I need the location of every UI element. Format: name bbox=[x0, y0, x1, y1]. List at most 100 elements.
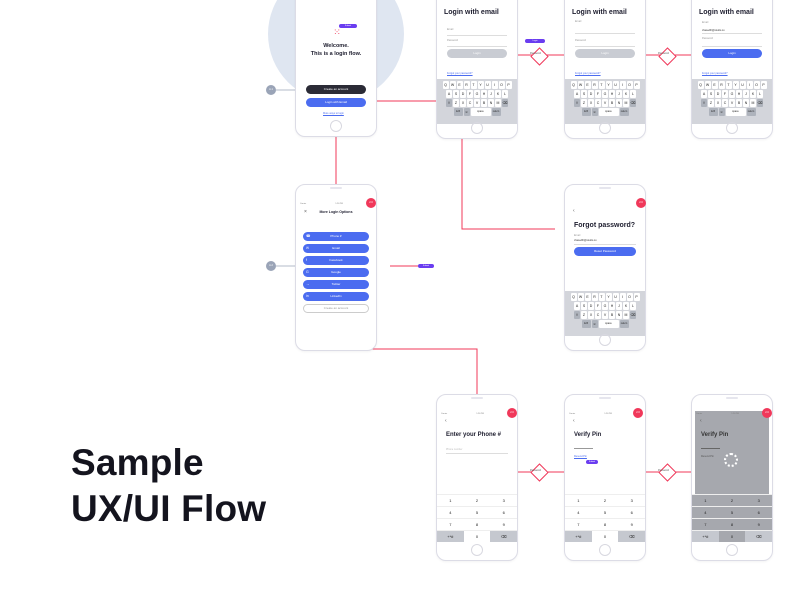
numpad-key[interactable]: 0 bbox=[591, 530, 619, 542]
key-z[interactable]: Z bbox=[581, 311, 587, 319]
create-account-button[interactable]: Create an account bbox=[303, 304, 369, 313]
space-key[interactable]: space bbox=[598, 108, 619, 116]
return-key[interactable]: return bbox=[491, 108, 501, 116]
numbers-key[interactable]: 123 bbox=[453, 108, 463, 116]
backspace-key[interactable]: ⌫ bbox=[502, 99, 508, 107]
key-o[interactable]: O bbox=[498, 81, 505, 89]
key-v[interactable]: V bbox=[602, 99, 608, 107]
numpad-key[interactable]: +*# bbox=[437, 530, 464, 542]
key-v[interactable]: V bbox=[474, 99, 480, 107]
key-p[interactable]: P bbox=[760, 81, 767, 89]
numpad-key[interactable]: 0 bbox=[463, 530, 491, 542]
key-h[interactable]: H bbox=[609, 302, 615, 310]
key-l[interactable]: L bbox=[757, 90, 763, 98]
key-n[interactable]: N bbox=[616, 99, 622, 107]
phone-field[interactable] bbox=[446, 453, 508, 454]
shift-key[interactable]: ⇧ bbox=[446, 99, 452, 107]
login-button[interactable]: Login bbox=[702, 49, 762, 58]
numpad-key[interactable]: 1 bbox=[692, 494, 719, 506]
numpad-key[interactable]: 4 bbox=[692, 506, 719, 518]
numpad-key[interactable]: 8 bbox=[591, 518, 619, 530]
key-z[interactable]: Z bbox=[708, 99, 714, 107]
key-b[interactable]: B bbox=[481, 99, 487, 107]
numpad-key[interactable]: 2 bbox=[718, 494, 746, 506]
key-o[interactable]: O bbox=[753, 81, 760, 89]
key-i[interactable]: I bbox=[491, 81, 498, 89]
key-l[interactable]: L bbox=[630, 302, 636, 310]
space-key[interactable]: space bbox=[470, 108, 491, 116]
key-f[interactable]: F bbox=[467, 90, 473, 98]
numbers-key[interactable]: 123 bbox=[708, 108, 718, 116]
key-l[interactable]: L bbox=[502, 90, 508, 98]
key-l[interactable]: L bbox=[630, 90, 636, 98]
key-d[interactable]: D bbox=[715, 90, 721, 98]
key-q[interactable]: Q bbox=[442, 81, 449, 89]
key-a[interactable]: A bbox=[446, 90, 452, 98]
key-w[interactable]: W bbox=[704, 81, 711, 89]
key-z[interactable]: Z bbox=[581, 99, 587, 107]
numpad-key[interactable]: 1 bbox=[565, 494, 592, 506]
key-c[interactable]: C bbox=[467, 99, 473, 107]
numpad-key[interactable]: 8 bbox=[718, 518, 746, 530]
numpad-key[interactable]: 5 bbox=[591, 506, 619, 518]
key-b[interactable]: B bbox=[609, 311, 615, 319]
key-g[interactable]: G bbox=[602, 302, 608, 310]
login-button[interactable]: Login bbox=[447, 49, 507, 58]
pin-field[interactable] bbox=[574, 448, 593, 449]
key-x[interactable]: X bbox=[588, 311, 594, 319]
key-y[interactable]: Y bbox=[605, 81, 612, 89]
key-d[interactable]: D bbox=[588, 90, 594, 98]
key-u[interactable]: U bbox=[739, 81, 746, 89]
key-e[interactable]: E bbox=[456, 81, 463, 89]
back-icon[interactable]: ‹ bbox=[445, 418, 447, 424]
space-key[interactable]: space bbox=[598, 320, 619, 328]
key-e[interactable]: E bbox=[711, 81, 718, 89]
key-g[interactable]: G bbox=[474, 90, 480, 98]
key-v[interactable]: V bbox=[602, 311, 608, 319]
key-a[interactable]: A bbox=[574, 90, 580, 98]
key-f[interactable]: F bbox=[595, 302, 601, 310]
numpad-key[interactable]: 4 bbox=[437, 506, 464, 518]
key-v[interactable]: V bbox=[729, 99, 735, 107]
emoji-key[interactable]: ☺ bbox=[591, 320, 598, 328]
numpad-key[interactable]: ⌫ bbox=[618, 530, 645, 542]
shift-key[interactable]: ⇧ bbox=[701, 99, 707, 107]
key-j[interactable]: J bbox=[616, 302, 622, 310]
key-a[interactable]: A bbox=[701, 90, 707, 98]
key-s[interactable]: S bbox=[581, 90, 587, 98]
key-p[interactable]: P bbox=[633, 293, 640, 301]
key-t[interactable]: T bbox=[598, 81, 605, 89]
return-key[interactable]: return bbox=[619, 320, 629, 328]
numpad-key[interactable]: 7 bbox=[692, 518, 719, 530]
key-s[interactable]: S bbox=[581, 302, 587, 310]
key-f[interactable]: F bbox=[722, 90, 728, 98]
key-h[interactable]: H bbox=[481, 90, 487, 98]
login-option-email[interactable]: ✉Email bbox=[303, 244, 369, 253]
key-j[interactable]: J bbox=[743, 90, 749, 98]
key-y[interactable]: Y bbox=[605, 293, 612, 301]
shift-key[interactable]: ⇧ bbox=[574, 99, 580, 107]
forgot-password-link[interactable]: Forgot your password? bbox=[447, 72, 473, 75]
key-t[interactable]: T bbox=[725, 81, 732, 89]
key-k[interactable]: K bbox=[623, 90, 629, 98]
key-x[interactable]: X bbox=[715, 99, 721, 107]
key-b[interactable]: B bbox=[609, 99, 615, 107]
key-g[interactable]: G bbox=[729, 90, 735, 98]
login-option-phone[interactable]: ☎Phone # bbox=[303, 232, 369, 241]
key-o[interactable]: O bbox=[626, 81, 633, 89]
verify-submit-pill[interactable]: Submit bbox=[586, 460, 598, 464]
key-m[interactable]: M bbox=[623, 311, 629, 319]
key-x[interactable]: X bbox=[588, 99, 594, 107]
key-r[interactable]: R bbox=[591, 293, 598, 301]
key-y[interactable]: Y bbox=[732, 81, 739, 89]
close-icon[interactable]: × bbox=[304, 209, 307, 215]
login-option-twitter[interactable]: →Twitter bbox=[303, 280, 369, 289]
back-icon[interactable]: ‹ bbox=[573, 208, 575, 214]
login-email-button[interactable]: Login with Email bbox=[306, 98, 366, 107]
space-key[interactable]: space bbox=[725, 108, 746, 116]
back-icon[interactable]: ‹ bbox=[573, 418, 575, 424]
return-key[interactable]: return bbox=[619, 108, 629, 116]
numbers-key[interactable]: 123 bbox=[581, 108, 591, 116]
key-a[interactable]: A bbox=[574, 302, 580, 310]
numpad-key[interactable]: 3 bbox=[490, 494, 517, 506]
